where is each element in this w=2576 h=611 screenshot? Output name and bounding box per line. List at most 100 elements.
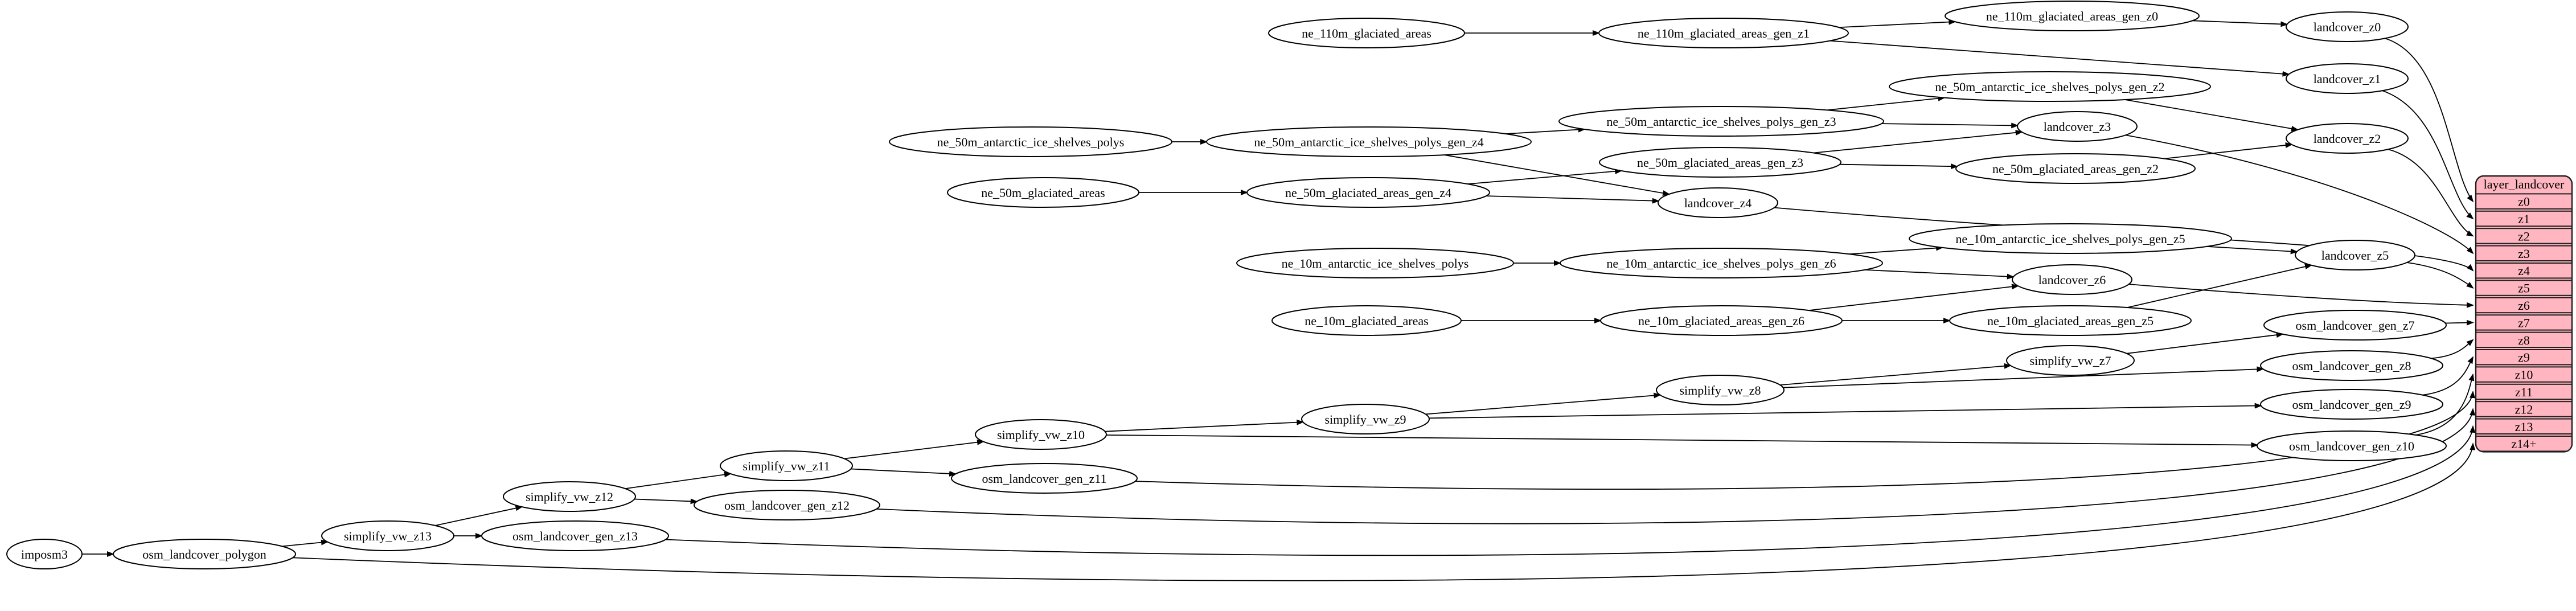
node-label-landcover_z5: landcover_z5	[2321, 248, 2389, 263]
node-osm_landcover_gen_z10: osm_landcover_gen_z10	[2257, 430, 2447, 461]
table-row-z5	[2475, 280, 2573, 296]
node-simplify_vw_z13: simplify_vw_z13	[321, 520, 454, 551]
node-ne_10m_glaciated_areas_gen_z5: ne_10m_glaciated_areas_gen_z5	[1949, 305, 2192, 336]
node-shape-simplify_vw_z10	[975, 419, 1107, 450]
table-row-z14+	[2475, 436, 2573, 452]
node-label-landcover_z6: landcover_z6	[2038, 273, 2106, 287]
edge-simplify_vw_z9--simplify_vw_z8	[1425, 392, 1662, 415]
node-osm_landcover_gen_z8: osm_landcover_gen_z8	[2260, 350, 2443, 381]
node-landcover_z1: landcover_z1	[2286, 63, 2409, 94]
table-row-z12	[2475, 401, 2573, 417]
edge-osm_landcover_gen_z11--layer_landcover-z11	[1135, 391, 2475, 490]
node-shape-simplify_vw_z9	[1301, 404, 1430, 434]
node-label-ne_50m_antarctic_ice_shelves_polys_gen_z2: ne_50m_antarctic_ice_shelves_polys_gen_z…	[1935, 80, 2164, 94]
node-label-simplify_vw_z11: simplify_vw_z11	[743, 459, 830, 473]
table-row-label-z11: z11	[2515, 385, 2533, 399]
edge-ne_10m_glaciated_areas_gen_z5--landcover_z5	[2127, 264, 2313, 308]
table-row-label-z9: z9	[2518, 350, 2530, 364]
table-title: layer_landcover	[2484, 177, 2565, 191]
node-ne_110m_glaciated_areas_gen_z1: ne_110m_glaciated_areas_gen_z1	[1598, 18, 1849, 48]
node-simplify_vw_z12: simplify_vw_z12	[503, 481, 636, 512]
table-row-z8	[2475, 331, 2573, 348]
edges-layer	[82, 19, 2476, 581]
node-label-simplify_vw_z10: simplify_vw_z10	[997, 428, 1085, 442]
node-shape-simplify_vw_z7	[2006, 345, 2135, 376]
edge-ne_50m_glaciated_areas_gen_z3--landcover_z3	[1813, 129, 2023, 154]
node-landcover_z5: landcover_z5	[2295, 240, 2415, 270]
edge-osm_landcover_gen_z10--layer_landcover-z10	[2415, 373, 2475, 436]
table-row-label-z3: z3	[2518, 247, 2530, 261]
node-shape-landcover_z3	[2017, 111, 2138, 142]
node-shape-imposm3	[6, 539, 83, 569]
edge-ne_50m_antarctic_ice_shelves_polys_gen_z3--ne_50m_antarctic_ice_shelves_polys_gen_z2	[1827, 95, 1946, 111]
node-label-simplify_vw_z8: simplify_vw_z8	[1680, 383, 1761, 397]
edge-landcover_z5--layer_landcover-z5	[2406, 262, 2474, 289]
edge-simplify_vw_z9--osm_landcover_gen_z9	[1429, 403, 2262, 419]
edge-landcover_z2--layer_landcover-z2	[2388, 149, 2474, 237]
node-label-landcover_z2: landcover_z2	[2314, 132, 2381, 146]
edge-landcover_z0--layer_landcover-z0	[2385, 38, 2474, 203]
node-osm_landcover_gen_z13: osm_landcover_gen_z13	[481, 520, 669, 551]
node-shape-ne_50m_antarctic_ice_shelves_polys	[889, 126, 1172, 157]
node-landcover_z2: landcover_z2	[2286, 123, 2409, 154]
node-shape-ne_50m_antarctic_ice_shelves_polys_gen_z2	[1889, 71, 2211, 102]
node-simplify_vw_z7: simplify_vw_z7	[2006, 345, 2135, 376]
table-outline	[2475, 175, 2573, 453]
node-landcover_z0: landcover_z0	[2286, 11, 2409, 42]
node-shape-landcover_z6	[2012, 264, 2132, 295]
node-label-ne_10m_glaciated_areas: ne_10m_glaciated_areas	[1305, 314, 1428, 328]
node-label-ne_110m_glaciated_areas_gen_z1: ne_110m_glaciated_areas_gen_z1	[1638, 26, 1810, 40]
edge-osm_landcover_polygon--layer_landcover-z14+	[292, 442, 2476, 581]
node-label-landcover_z4: landcover_z4	[1684, 196, 1752, 210]
table-row-label-z0: z0	[2518, 195, 2530, 209]
table-row-label-z13: z13	[2515, 420, 2533, 434]
node-label-simplify_vw_z9: simplify_vw_z9	[1325, 412, 1406, 427]
node-shape-ne_10m_antarctic_ice_shelves_polys_gen_z5	[1909, 223, 2232, 254]
node-label-ne_10m_glaciated_areas_gen_z6: ne_10m_glaciated_areas_gen_z6	[1638, 314, 1804, 328]
table-row-z4	[2475, 263, 2573, 279]
node-label-osm_landcover_gen_z11: osm_landcover_gen_z11	[982, 471, 1106, 486]
node-landcover_z3: landcover_z3	[2017, 111, 2138, 142]
node-ne_50m_antarctic_ice_shelves_polys_gen_z3: ne_50m_antarctic_ice_shelves_polys_gen_z…	[1558, 106, 1884, 137]
table-row-label-z1: z1	[2518, 212, 2530, 226]
node-osm_landcover_gen_z12: osm_landcover_gen_z12	[694, 490, 880, 520]
node-shape-osm_landcover_gen_z7	[2263, 310, 2447, 341]
node-shape-osm_landcover_gen_z12	[694, 490, 880, 520]
edge-ne_50m_glaciated_areas_gen_z4--landcover_z4	[1486, 195, 1660, 204]
edge-simplify_vw_z8--simplify_vw_z7	[1780, 363, 2012, 386]
edge-ne_50m_antarctic_ice_shelves_polys_gen_z4--landcover_z4	[1443, 154, 1671, 196]
node-ne_110m_glaciated_areas: ne_110m_glaciated_areas	[1268, 18, 1465, 48]
node-ne_10m_antarctic_ice_shelves_polys_gen_z5: ne_10m_antarctic_ice_shelves_polys_gen_z…	[1909, 223, 2232, 254]
table-row-z11	[2475, 383, 2573, 400]
node-label-landcover_z1: landcover_z1	[2314, 72, 2381, 86]
table-row-label-z2: z2	[2518, 229, 2530, 243]
node-landcover_z6: landcover_z6	[2012, 264, 2132, 295]
node-shape-osm_landcover_polygon	[113, 539, 296, 569]
node-ne_10m_antarctic_ice_shelves_polys_gen_z6: ne_10m_antarctic_ice_shelves_polys_gen_z…	[1560, 248, 1883, 278]
edge-landcover_z6--layer_landcover-z6	[2128, 284, 2474, 308]
node-shape-landcover_z1	[2286, 63, 2409, 94]
edge-ne_50m_antarctic_ice_shelves_polys_gen_z2--landcover_z2	[2124, 99, 2299, 132]
node-label-osm_landcover_gen_z12: osm_landcover_gen_z12	[724, 498, 850, 512]
edge-ne_50m_glaciated_areas_gen_z3--ne_50m_glaciated_areas_gen_z2	[1839, 163, 1959, 170]
edge-simplify_vw_z12--osm_landcover_gen_z12	[634, 498, 698, 505]
node-shape-landcover_z2	[2286, 123, 2409, 154]
edge-ne_50m_antarctic_ice_shelves_polys_gen_z4--ne_50m_antarctic_ice_shelves_polys_gen_z3	[1506, 126, 1586, 134]
edge-ne_50m_antarctic_ice_shelves_polys_gen_z3--landcover_z3	[1881, 122, 2019, 129]
node-shape-ne_10m_glaciated_areas	[1271, 305, 1462, 336]
table-row-label-z7: z7	[2518, 315, 2530, 330]
node-shape-osm_landcover_gen_z9	[2260, 389, 2443, 420]
node-shape-landcover_z0	[2286, 11, 2409, 42]
table-row-label-z8: z8	[2518, 333, 2530, 347]
node-label-osm_landcover_polygon: osm_landcover_polygon	[142, 547, 266, 561]
table-row-label-z6: z6	[2518, 298, 2530, 313]
node-label-ne_110m_glaciated_areas_gen_z0: ne_110m_glaciated_areas_gen_z0	[1986, 9, 2158, 23]
edge-simplify_vw_z11--simplify_vw_z10	[844, 439, 985, 460]
table-row-z13	[2475, 418, 2573, 434]
edge-osm_landcover_gen_z13--layer_landcover-z13	[665, 425, 2476, 556]
node-label-ne_10m_antarctic_ice_shelves_polys_gen_z6: ne_10m_antarctic_ice_shelves_polys_gen_z…	[1606, 256, 1836, 270]
node-osm_landcover_polygon: osm_landcover_polygon	[113, 539, 296, 569]
